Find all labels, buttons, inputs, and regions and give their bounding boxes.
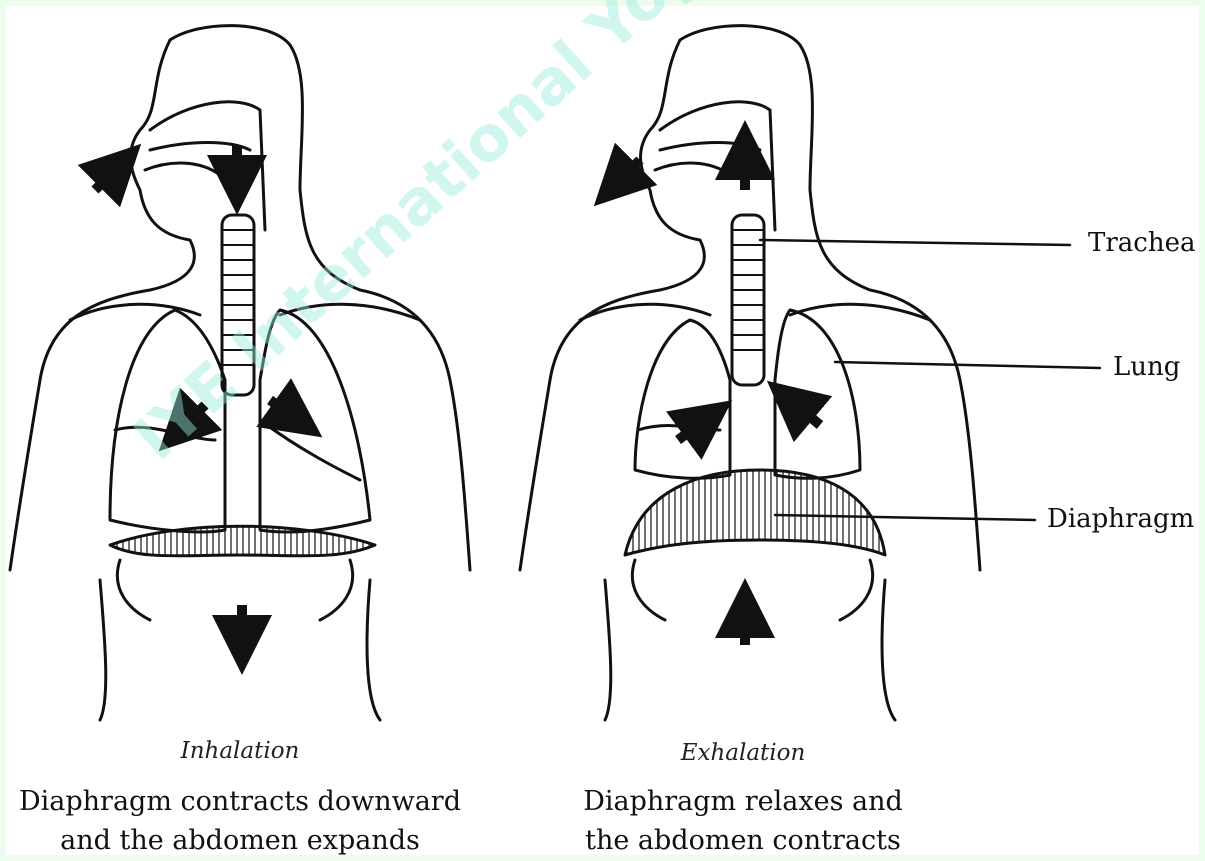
diaphragm-contracted <box>110 526 375 556</box>
inhalation-title: Inhalation <box>0 738 480 764</box>
exhalation-line-2: the abdomen contracts <box>483 822 1003 860</box>
inhalation-arrows <box>95 145 298 645</box>
left-lung <box>635 320 730 478</box>
lung-pointer <box>835 362 1100 368</box>
diaphragm-relaxed <box>625 470 885 555</box>
exhalation-line-1: Diaphragm relaxes and <box>483 783 1003 821</box>
lung-left-arrow <box>180 405 205 430</box>
left-lung <box>110 310 225 532</box>
exhalation-figure <box>520 26 1100 720</box>
body-outline <box>10 26 470 570</box>
nose-out-arrow <box>615 160 640 185</box>
nasal-cavity <box>145 102 265 230</box>
diaphragm-label: Diaphragm <box>1047 504 1194 534</box>
exhalation-title: Exhalation <box>503 740 983 766</box>
inhalation-line-1: Diaphragm contracts downward <box>0 783 500 821</box>
lung-label: Lung <box>1113 352 1180 382</box>
right-lung <box>260 310 370 532</box>
nasal-cavity <box>655 102 775 230</box>
trachea-pointer <box>760 240 1070 245</box>
right-lung <box>775 310 860 478</box>
lung-right-arrow <box>270 400 298 420</box>
exhalation-arrows <box>615 150 820 645</box>
inhalation-line-2: and the abdomen expands <box>0 822 500 860</box>
lung-in-right-arrow <box>790 400 820 425</box>
trachea-label: Trachea <box>1088 228 1195 258</box>
nose-in-arrow <box>95 165 120 190</box>
